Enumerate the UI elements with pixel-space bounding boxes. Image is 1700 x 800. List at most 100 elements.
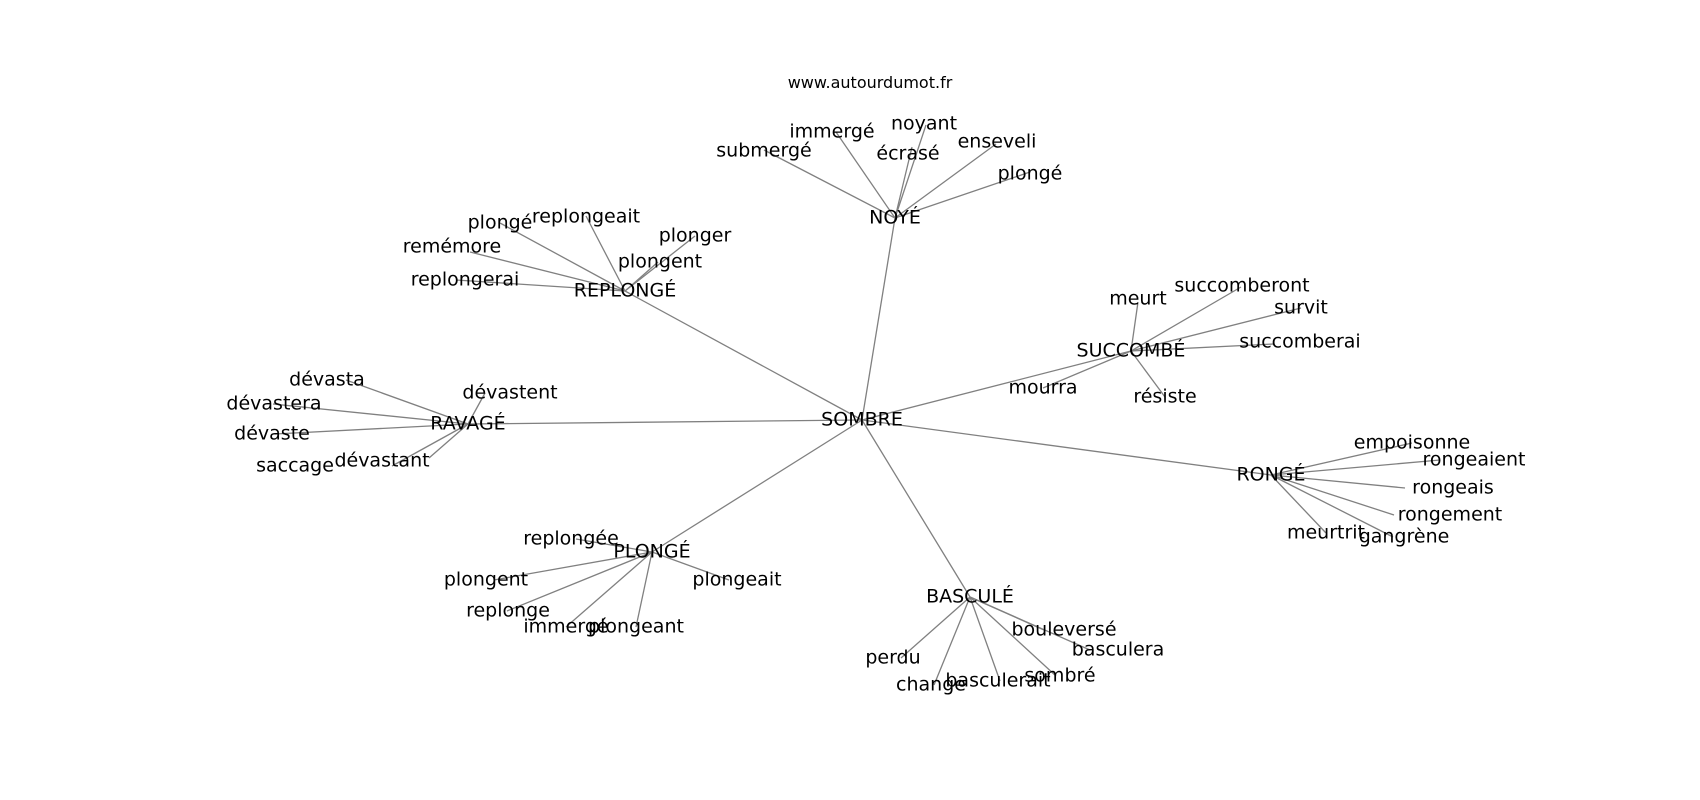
edge-hub-0-leaf-1 (835, 131, 896, 219)
edge-hub-2-leaf-2 (1130, 307, 1302, 352)
edge-hub-6-leaf-2 (900, 596, 971, 659)
edge-hub-0-leaf-4 (894, 143, 997, 219)
leaf-node-label: dévasta (289, 369, 365, 391)
leaf-node-label: rongeais (1412, 477, 1494, 499)
edge-hub-1-leaf-3 (469, 251, 626, 292)
leaf-node-label: change (896, 674, 966, 696)
edge-center-hub-2 (861, 350, 1132, 421)
edge-hub-4-leaf-3 (1270, 474, 1395, 516)
edge-hub-6-leaf-4 (933, 596, 971, 686)
leaf-node-label: enseveli (958, 131, 1037, 153)
edge-center-hub-3 (467, 419, 863, 425)
leaf-node-label: immergé (789, 121, 874, 143)
leaf-node-label: plongé (998, 163, 1063, 185)
leaf-node-label: écrasé (876, 143, 939, 165)
edge-hub-0-leaf-2 (894, 124, 927, 219)
edge-hub-2-leaf-5 (1130, 350, 1166, 398)
leaf-node-label: plongent (618, 251, 702, 273)
edge-hub-5-leaf-0 (575, 538, 653, 553)
edge-hub-4-leaf-0 (1270, 442, 1413, 476)
leaf-node-label: plongeait (692, 569, 781, 591)
leaf-node-label: sombré (1024, 665, 1095, 687)
edge-hub-5-leaf-1 (493, 551, 653, 581)
leaf-node-label: bouleversé (1011, 619, 1116, 641)
leaf-node-label: dévastant (334, 450, 429, 472)
edge-center-hub-5 (651, 419, 863, 553)
edge-hub-4-leaf-2 (1270, 474, 1406, 489)
edge-hub-3-leaf-5 (428, 423, 469, 459)
edge-center-hub-1 (624, 290, 863, 421)
edge-hub-3-leaf-3 (274, 423, 469, 435)
edge-hub-6-leaf-1 (969, 596, 1091, 651)
leaf-node-label: submergé (716, 140, 811, 162)
leaf-node-label: dévastera (226, 393, 321, 415)
leaf-node-label: dévastent (462, 382, 557, 404)
edge-hub-4-leaf-5 (1270, 474, 1394, 538)
leaf-node-label: succomberai (1239, 331, 1360, 353)
hub-node-label: REPLONGÉ (574, 279, 676, 302)
edge-hub-2-leaf-1 (1130, 286, 1242, 352)
leaf-node-label: replongerai (411, 269, 520, 291)
leaf-node-label: rongement (1398, 504, 1503, 526)
leaf-node-label: rongeaient (1423, 449, 1526, 471)
edge-hub-2-leaf-0 (1130, 301, 1139, 352)
leaf-node-label: empoisonne (1354, 432, 1470, 454)
edge-hub-2-leaf-3 (1130, 343, 1275, 352)
leaf-node-label: plongeant (588, 616, 684, 638)
leaf-node-label: basculerait (945, 670, 1050, 692)
leaf-node-label: saccage (256, 455, 334, 477)
leaf-node-label: plonger (659, 225, 732, 247)
edge-hub-0-leaf-0 (763, 149, 896, 219)
hub-node-label: NOYÉ (869, 206, 921, 229)
edge-center-hub-0 (861, 217, 896, 421)
edge-hub-6-leaf-5 (969, 596, 1001, 682)
center-node-label: SOMBRE (821, 409, 903, 431)
hub-node-label: SUCCOMBÉ (1077, 339, 1186, 362)
leaf-node-label: replongeait (532, 206, 640, 228)
leaf-node-label: meurt (1109, 288, 1167, 310)
edge-hub-5-leaf-2 (651, 551, 730, 581)
edge-hub-3-leaf-2 (272, 403, 469, 425)
edge-hub-3-leaf-1 (467, 392, 486, 425)
edge-hub-1-leaf-4 (624, 261, 659, 292)
edge-hub-5-leaf-4 (565, 551, 653, 628)
edge-hub-0-leaf-3 (894, 146, 913, 219)
leaf-node-label: replongée (523, 528, 619, 550)
edge-hub-5-leaf-3 (506, 551, 653, 612)
edge-hub-2-leaf-4 (1042, 350, 1132, 389)
leaf-node-label: plongent (444, 569, 528, 591)
leaf-node-label: immergé (523, 616, 608, 638)
edge-hub-1-leaf-1 (585, 215, 626, 292)
edge-hub-1-leaf-2 (624, 235, 696, 292)
edge-center-hub-4 (861, 419, 1272, 476)
leaf-node-label: plongé (468, 212, 533, 234)
edge-hub-3-leaf-4 (391, 423, 469, 467)
leaf-node-label: succomberont (1174, 275, 1309, 297)
leaf-node-label: gangrène (1359, 526, 1450, 548)
edge-hub-6-leaf-3 (969, 596, 1057, 677)
hub-node-label: BASCULÉ (926, 585, 1014, 608)
graph-edges (272, 124, 1441, 686)
edge-hub-1-leaf-0 (499, 222, 626, 292)
edge-center-hub-6 (861, 419, 971, 598)
edge-hub-4-leaf-1 (1270, 459, 1441, 476)
leaf-node-label: mourra (1008, 377, 1077, 399)
edge-hub-5-leaf-5 (635, 551, 653, 628)
leaf-node-label: survit (1274, 297, 1328, 319)
edge-hub-0-leaf-5 (894, 171, 1031, 219)
leaf-node-label: meurtrit (1287, 522, 1365, 544)
leaf-node-label: replonge (466, 600, 550, 622)
hub-node-label: RAVAGÉ (430, 412, 505, 435)
site-label: www.autourdumot.fr (788, 73, 953, 92)
edge-hub-4-leaf-4 (1270, 474, 1327, 534)
hub-node-label: RONGÉ (1236, 463, 1305, 486)
leaf-node-label: remémore (403, 236, 502, 258)
edge-hub-3-leaf-0 (345, 379, 469, 425)
leaf-node-label: dévaste (234, 423, 310, 445)
leaf-node-label: basculera (1072, 639, 1165, 661)
leaf-node-label: résiste (1133, 386, 1196, 408)
edge-hub-1-leaf-5 (455, 279, 626, 292)
leaf-node-label: noyant (891, 113, 957, 135)
